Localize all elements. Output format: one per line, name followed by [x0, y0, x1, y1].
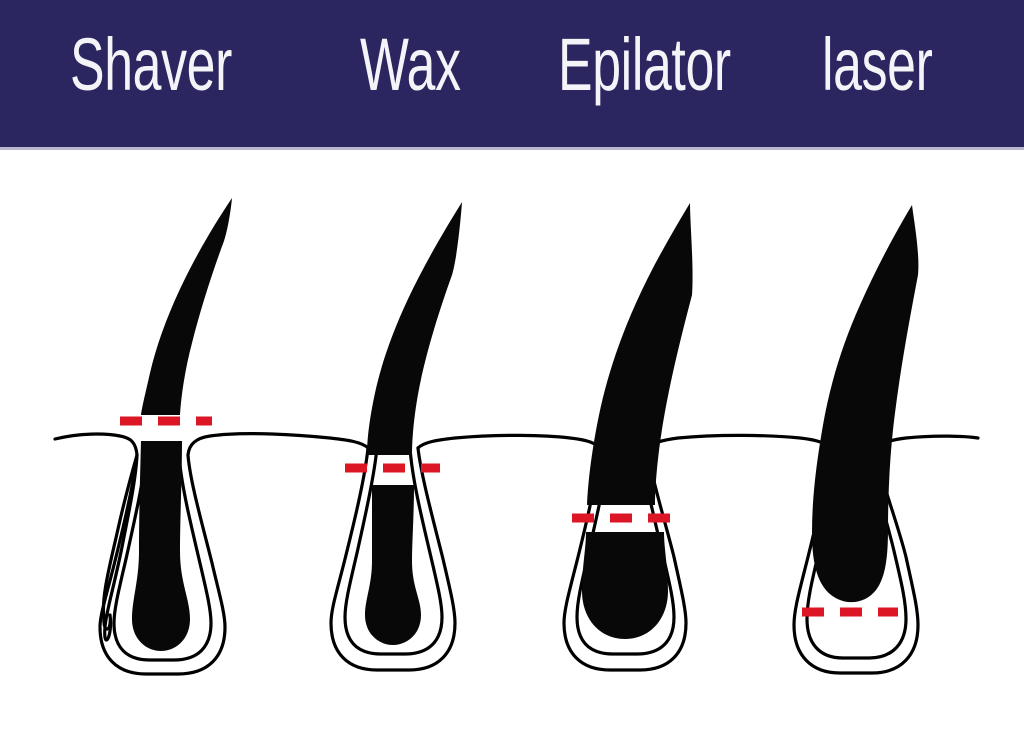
hair-shaft-wax: [367, 202, 462, 455]
follicle-inner-wall-shaver: [112, 453, 213, 662]
follicle-shaver: [98, 198, 232, 676]
follicle-outer-left-wax: [329, 446, 457, 672]
method-label-wax: Wax: [360, 23, 461, 106]
follicle-wall-shaver: [101, 453, 139, 642]
method-label-epilator: Epilator: [558, 23, 731, 106]
method-label-shaver: Shaver: [70, 23, 233, 106]
method-banner: [0, 0, 1024, 147]
follicle-inner-wall-wax: [343, 446, 444, 656]
banner-underline: [0, 147, 1024, 150]
hair-root-wax: [365, 485, 421, 645]
skin-surface-line: [53, 432, 980, 457]
follicle-outer-left-epilator: [562, 447, 688, 672]
method-label-laser: laser: [822, 23, 933, 106]
hair-root-shaver: [132, 441, 190, 651]
follicle-outer-left-shaver: [98, 453, 227, 676]
hair-intact-laser: [812, 205, 919, 603]
hair-shaft-shaver: [141, 198, 232, 415]
follicle-outer-left-laser: [792, 447, 920, 675]
follicle-laser: [792, 205, 920, 675]
hair-root-epilator: [582, 532, 668, 639]
follicle-epilator: [562, 203, 693, 672]
follicle-wax: [329, 202, 462, 672]
hair-shaft-epilator: [587, 203, 693, 505]
follicle-illustration: [53, 198, 980, 676]
